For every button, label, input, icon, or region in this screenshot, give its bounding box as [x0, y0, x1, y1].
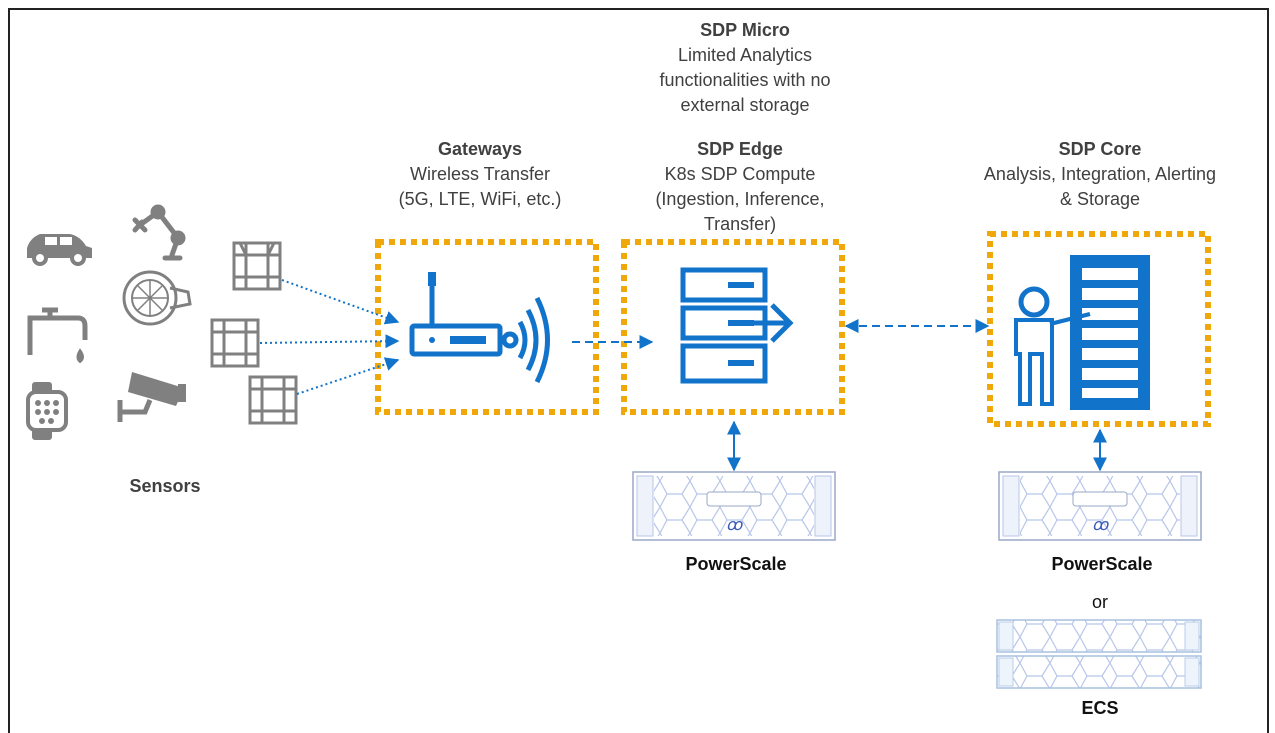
ecs-label: ECS — [1081, 698, 1119, 718]
presenter-rack-icon — [1014, 255, 1150, 410]
turbine-icon — [122, 270, 192, 326]
core-dotted-box — [987, 231, 1211, 427]
sensors-label: Sensors — [129, 476, 201, 496]
edge-storage-array-icon: ꝏ — [632, 471, 836, 541]
sdp-edge-line1: K8s SDP Compute — [664, 164, 816, 184]
chip-top-to-gateway-arrow — [281, 279, 400, 325]
chip-icon-middle — [210, 318, 260, 368]
sdp-edge-block: SDP Edge K8s SDP Compute (Ingestion, Inf… — [615, 137, 865, 237]
gateways-title: Gateways — [437, 139, 523, 159]
sdp-core-line2: & Storage — [1059, 189, 1141, 209]
chip-middle-to-gateway-arrow — [259, 334, 400, 349]
car-icon — [27, 234, 92, 266]
sdp-edge-title: SDP Edge — [697, 139, 783, 159]
faucet-icon — [27, 307, 88, 364]
svg-text:ꝏ: ꝏ — [726, 517, 744, 534]
chip-icon-bottom — [248, 375, 298, 425]
core-powerscale-label: PowerScale — [1051, 554, 1153, 574]
sdp-core-line1: Analysis, Integration, Alerting — [983, 164, 1217, 184]
sdp-edge-line2: (Ingestion, Inference, — [655, 189, 825, 209]
diagram-frame — [8, 8, 1269, 733]
chip-bottom-to-gateway-arrow — [296, 357, 400, 395]
gateways-line2: (5G, LTE, WiFi, etc.) — [398, 189, 562, 209]
robot-arm-icon — [132, 204, 186, 261]
ecs-storage-array-icon — [996, 619, 1202, 689]
sdp-micro-line1: Limited Analytics — [677, 45, 813, 65]
or-label: or — [1091, 592, 1108, 612]
edge-powerscale-label: PowerScale — [685, 554, 787, 574]
router-icon — [409, 272, 550, 384]
sdp-micro-block: SDP Micro Limited Analytics functionalit… — [600, 18, 890, 118]
svg-text:ꝏ: ꝏ — [1092, 517, 1110, 534]
gateways-block: Gateways Wireless Transfer (5G, LTE, WiF… — [360, 137, 600, 212]
sdp-micro-line3: external storage — [680, 95, 810, 115]
security-camera-icon — [117, 372, 186, 422]
sdp-micro-title: SDP Micro — [700, 20, 790, 40]
core-storage-array-icon: ꝏ — [998, 471, 1202, 541]
gateway-dotted-box — [375, 239, 599, 415]
chip-icon-top — [232, 241, 282, 291]
sdp-micro-line2: functionalities with no — [659, 70, 831, 90]
sdp-edge-line3: Transfer) — [703, 214, 777, 234]
server-stack-icon — [680, 267, 794, 384]
smartwatch-icon — [26, 382, 68, 440]
sdp-core-title: SDP Core — [1058, 139, 1142, 159]
sdp-core-block: SDP Core Analysis, Integration, Alerting… — [950, 137, 1250, 212]
edge-dotted-box — [621, 239, 845, 415]
gateways-line1: Wireless Transfer — [409, 164, 551, 184]
